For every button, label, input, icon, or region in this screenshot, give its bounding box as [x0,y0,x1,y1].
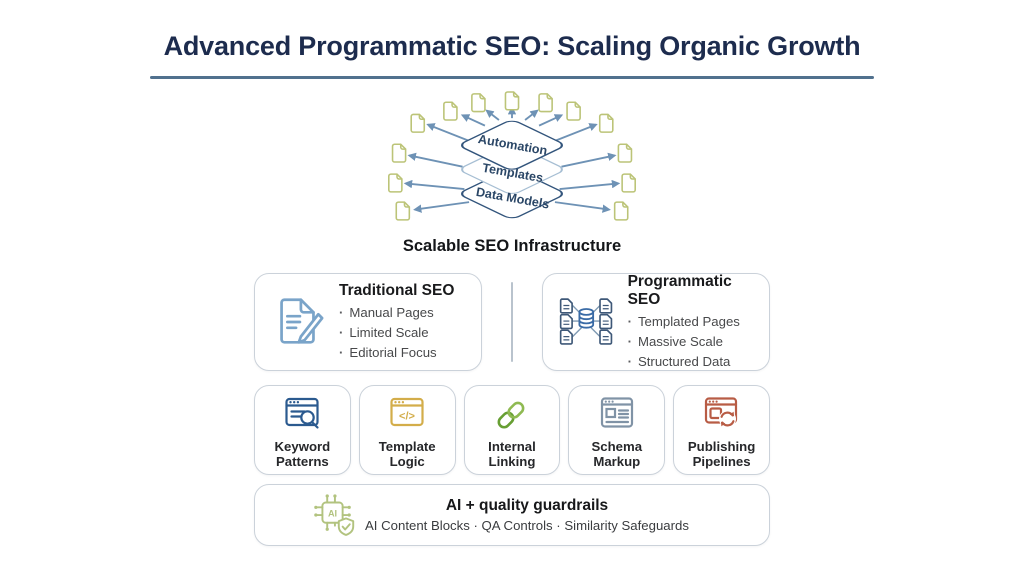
browser-schema-icon [600,396,633,428]
bullet-item: Templated Pages [628,312,761,332]
title-divider [150,76,874,80]
bullet-item: Manual Pages [339,303,454,323]
programmatic-seo-text: Programmatic SEO Templated Pages Massive… [628,273,761,371]
capability-label: Schema Markup [591,438,643,470]
capability-label: Internal Linking [488,438,536,470]
traditional-seo-text: Traditional SEO Manual Pages Limited Sca… [339,282,454,362]
browser-sync-icon [704,396,737,428]
guardrails-subtitle: AI Content Blocks · QA Controls · Simila… [365,518,689,534]
diagram-arrows [403,106,621,214]
bullet-item: Editorial Focus [339,343,454,363]
capability-label: Keyword Patterns [274,438,331,470]
guardrails-card: AI AI + quality guardrails AI Content Bl… [254,484,770,547]
traditional-seo-card: Traditional SEO Manual Pages Limited Sca… [254,273,482,372]
traditional-seo-title: Traditional SEO [339,282,455,300]
vertical-divider [511,282,513,363]
capability-label: Publishing Pipelines [687,438,756,470]
guardrails-text: AI + quality guardrails AI Content Block… [255,497,769,533]
database-icon [578,308,595,329]
comparison-section: Traditional SEO Manual Pages Limited Sca… [254,273,770,372]
seo-infrastructure-diagram: Automation Templates Data Models [0,91,1024,233]
capability-label: Template Logic [378,438,436,470]
programmatic-seo-title: Programmatic SEO [627,273,732,309]
capability-card-publishing-pipelines: Publishing Pipelines [673,385,770,476]
page-title: Advanced Programmatic SEO: Scaling Organ… [163,31,861,61]
capability-card-internal-linking: Internal Linking [463,385,561,476]
code-glyph: </> [399,410,415,422]
browser-code-icon: </> [390,397,424,426]
browser-search-icon [285,397,319,429]
capability-card-schema-markup: Schema Markup [568,385,666,476]
ai-chip-shield-icon: AI [314,494,355,537]
capabilities-row: Keyword Patterns </> Template Logic [254,385,770,476]
capability-card-keyword-patterns: Keyword Patterns [254,385,351,476]
document-pencil-icon [280,298,324,345]
layer-diamonds [461,121,563,219]
chain-link-icon [497,401,525,429]
ai-chip-label: AI [328,509,337,519]
bullet-item: Limited Scale [339,323,454,343]
infrastructure-diagram-svg: Automation Templates Data Models [388,91,636,222]
bullet-item: Structured Data [628,352,761,372]
programmatic-seo-bullets: Templated Pages Massive Scale Structured… [628,312,761,371]
database-documents-icon [559,298,613,346]
guardrails-title: AI + quality guardrails [445,497,609,515]
diagram-caption: Scalable SEO Infrastructure [402,237,622,256]
traditional-seo-bullets: Manual Pages Limited Scale Editorial Foc… [339,303,454,362]
bullet-item: Massive Scale [628,332,761,352]
capability-card-template-logic: </> Template Logic [358,385,456,476]
content-column: Traditional SEO Manual Pages Limited Sca… [254,273,770,547]
programmatic-seo-card: Programmatic SEO Templated Pages Massive… [542,273,770,372]
